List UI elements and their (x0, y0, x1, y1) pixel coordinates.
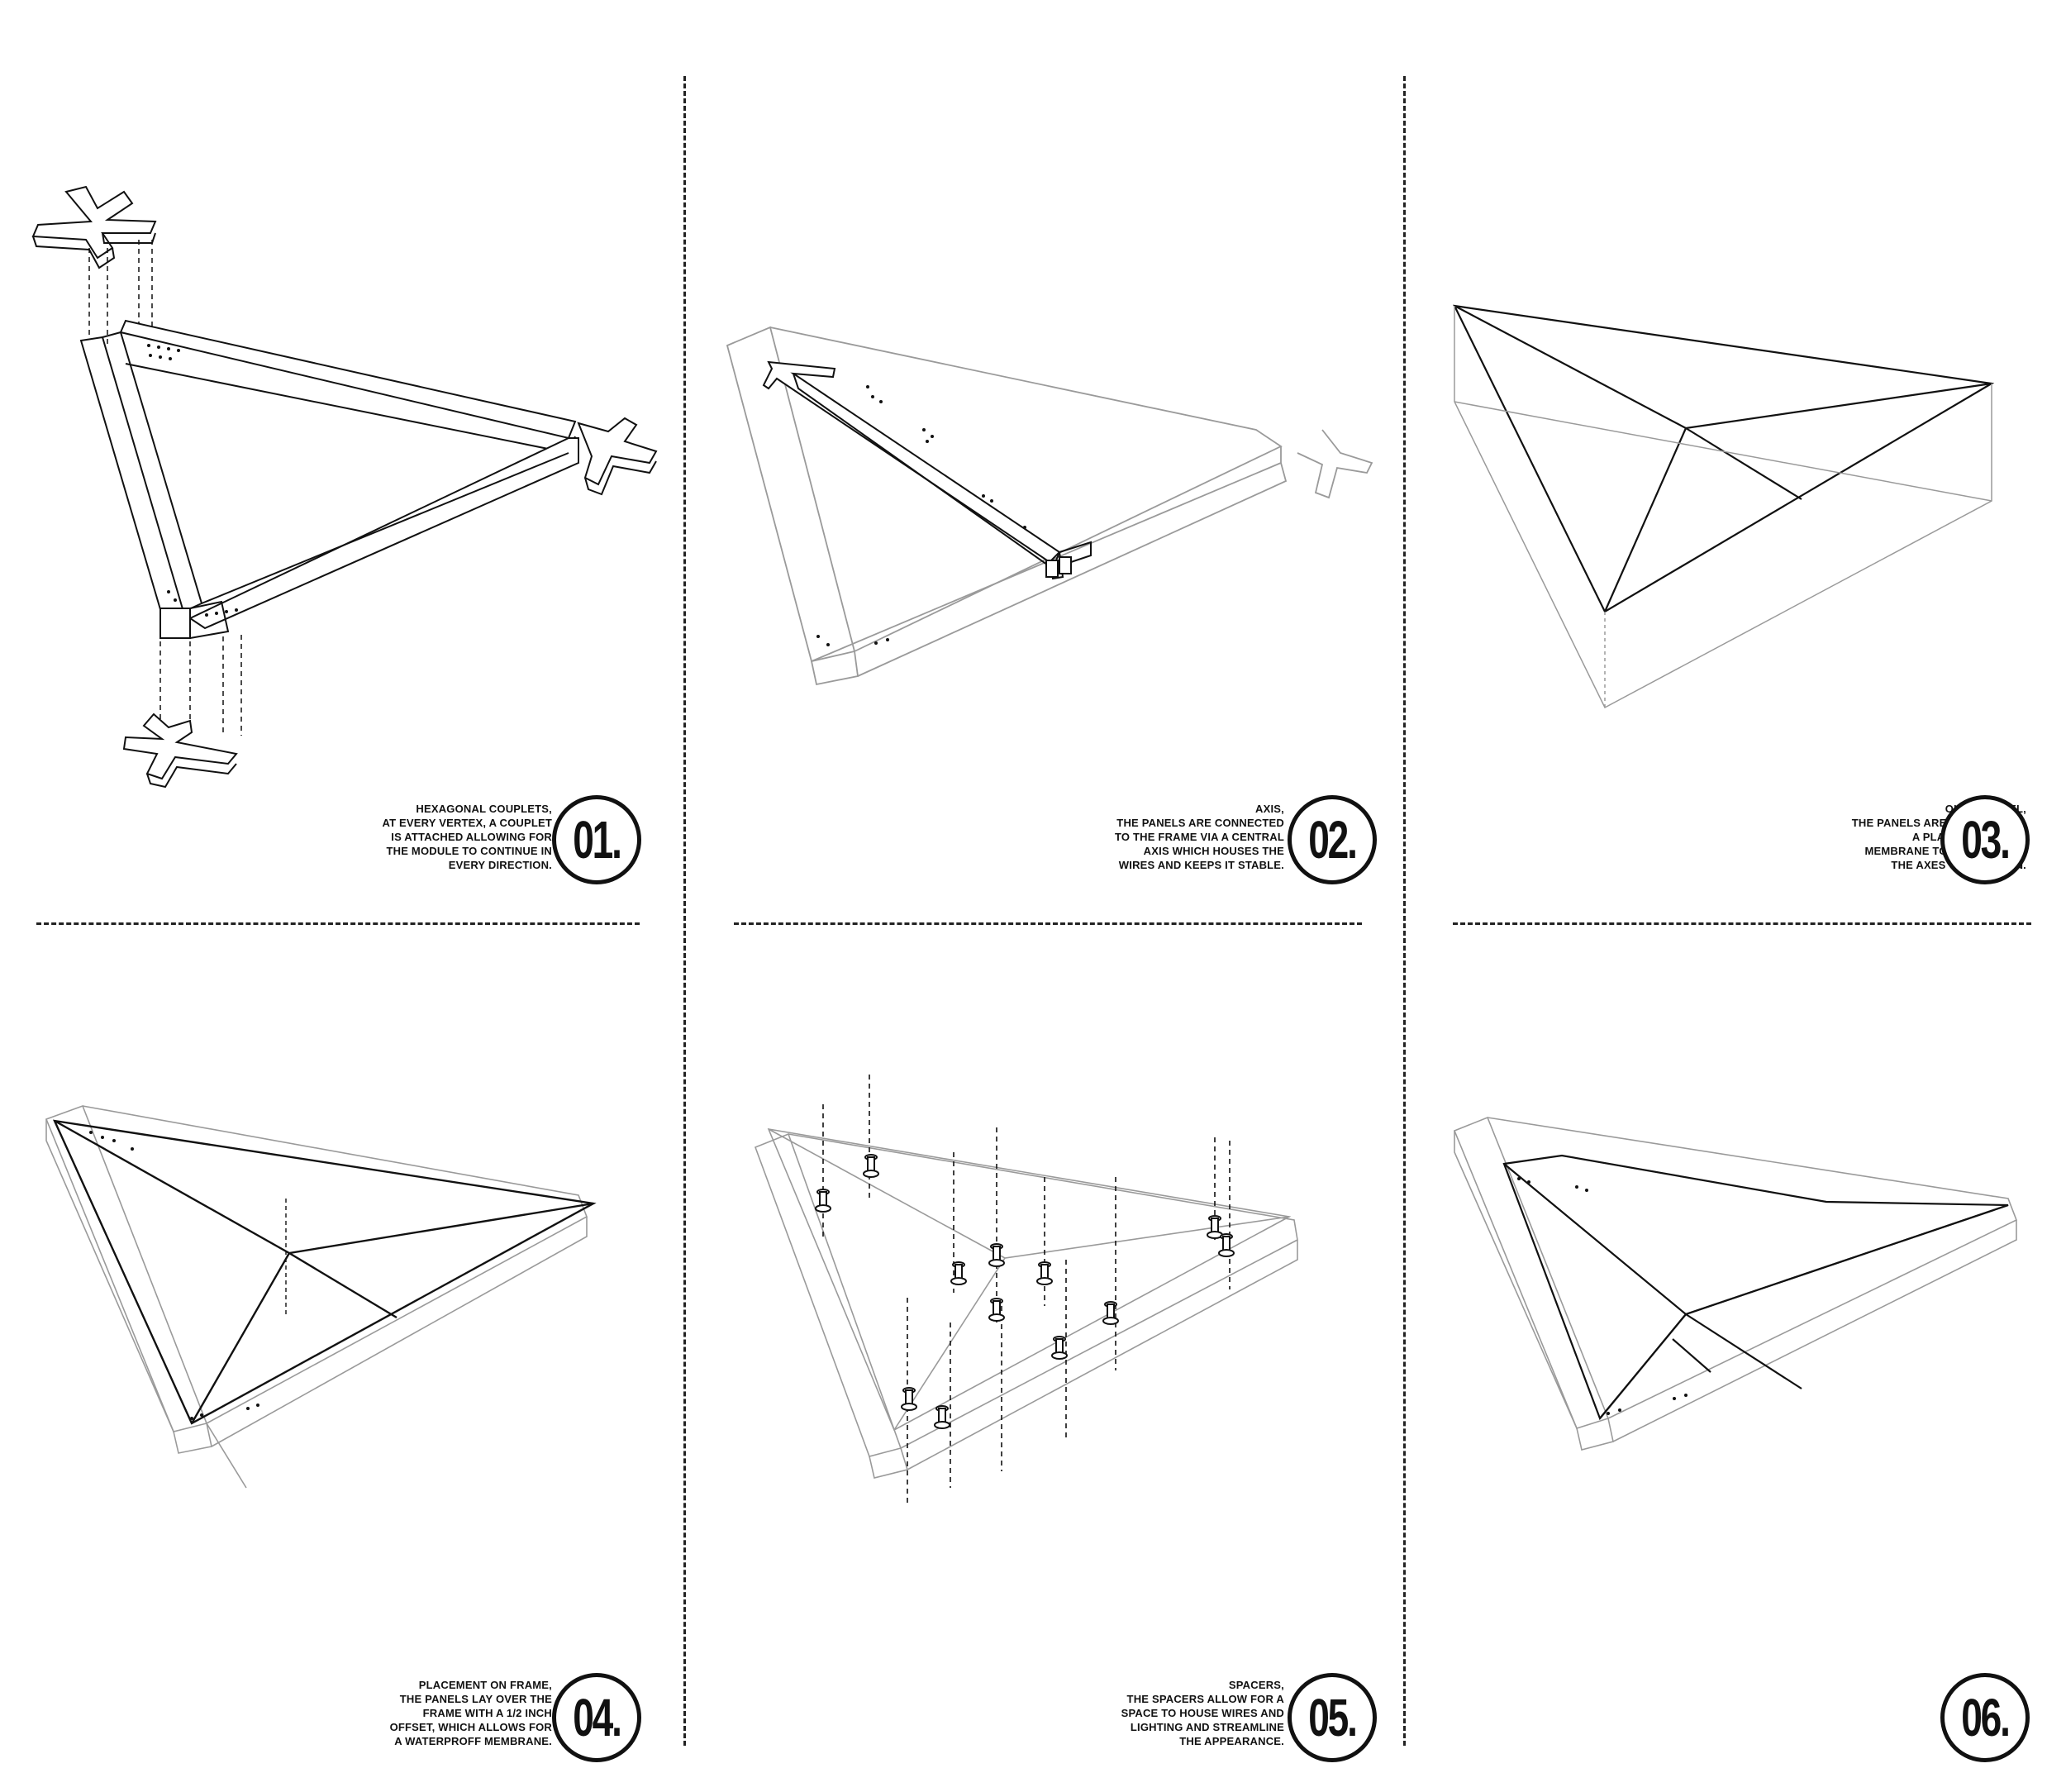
caption-line: AXIS WHICH HOUSES THE (1143, 845, 1284, 857)
step-01-caption: HEXAGONAL COUPLETS, AT EVERY VERTEX, A C… (382, 802, 552, 872)
membrane-box (1454, 306, 1992, 709)
caption-line: FRAME WITH A 1/2 INCH (422, 1707, 552, 1719)
caption-line: WIRES AND KEEPS IT STABLE. (1118, 859, 1284, 871)
step-panel-04: PLACEMENT ON FRAME, THE PANELS LAY OVER … (0, 942, 678, 1777)
row-divider-2 (734, 922, 1362, 925)
column-divider-2 (1403, 76, 1406, 1746)
step-panel-02: AXIS, THE PANELS ARE CONNECTED TO THE FR… (719, 0, 1397, 884)
step-number-badge: 04. (552, 1673, 641, 1762)
outer-panel-drawing (1453, 304, 1995, 709)
step-04-caption: PLACEMENT ON FRAME, THE PANELS LAY OVER … (390, 1678, 552, 1748)
spacers-drawing (754, 1075, 1298, 1504)
step-number: 02. (1308, 810, 1358, 870)
spacer-icons (815, 1154, 1235, 1429)
caption-line: SPACERS, (1228, 1679, 1284, 1691)
frame-bar-right (188, 437, 579, 630)
step-number-badge: 03. (1940, 795, 2030, 884)
caption-line: LIGHTING AND STREAMLINE (1130, 1721, 1284, 1733)
step-panel-01: HEXAGONAL COUPLETS, AT EVERY VERTEX, A C… (0, 0, 678, 884)
frame-with-couplets-drawing (31, 185, 658, 789)
step-number-badge: 05. (1288, 1673, 1377, 1762)
central-axis-drawing (726, 326, 1373, 686)
caption-line: THE MODULE TO CONTINUE IN (386, 845, 552, 857)
caption-line: AT EVERY VERTEX, A COUPLET (382, 817, 552, 829)
hex-couplet-top (31, 185, 157, 260)
step-02-caption: AXIS, THE PANELS ARE CONNECTED TO THE FR… (1115, 802, 1284, 872)
step-number-badge: 06. (1940, 1673, 2030, 1762)
caption-line: IS ATTACHED ALLOWING FOR (391, 831, 552, 843)
step-number-badge: 02. (1288, 795, 1377, 884)
step-number: 06. (1961, 1688, 2011, 1747)
step-panel-05: SPACERS, THE SPACERS ALLOW FOR A SPACE T… (719, 942, 1397, 1777)
placement-on-frame-drawing (45, 1104, 597, 1489)
frame-bar-left (79, 336, 185, 617)
caption-line: THE PANELS ARE CONNECTED (1116, 817, 1284, 829)
step-number: 03. (1961, 810, 2011, 870)
step-05-caption: SPACERS, THE SPACERS ALLOW FOR A SPACE T… (1121, 1678, 1284, 1748)
bolt-holes (147, 344, 238, 617)
row-divider-1 (36, 922, 640, 925)
step-panel-06: 06. (1438, 942, 2066, 1777)
caption-line: THE APPEARANCE. (1179, 1735, 1284, 1747)
caption-line: AXIS, (1255, 803, 1284, 815)
frame-bar-top (119, 319, 577, 440)
hex-couplet-right (577, 417, 658, 486)
caption-line: PLACEMENT ON FRAME, (418, 1679, 552, 1691)
column-divider-1 (683, 76, 686, 1746)
step-number-badge: 01. (552, 795, 641, 884)
caption-line: OFFSET, WHICH ALLOWS FOR (389, 1721, 552, 1733)
caption-line: THE SPACERS ALLOW FOR A (1126, 1693, 1284, 1705)
step-number: 04. (573, 1688, 622, 1747)
axis-beam (762, 360, 1092, 580)
hex-couplet-bottom (122, 713, 238, 780)
faded-frame (726, 326, 1373, 686)
step-number: 05. (1308, 1688, 1358, 1747)
caption-line: THE PANELS LAY OVER THE (399, 1693, 552, 1705)
frame-under (1453, 1116, 2018, 1451)
caption-line: TO THE FRAME VIA A CENTRAL (1114, 831, 1284, 843)
frame-under (45, 1104, 588, 1489)
caption-line: SPACE TO HOUSE WIRES AND (1121, 1707, 1284, 1719)
assembled-panel (1502, 1154, 2009, 1421)
caption-line: A WATERPROFF MEMBRANE. (394, 1735, 552, 1747)
step-panel-03: OUTER PANEL, THE PANELS ARE ATTACHED TO … (1438, 0, 2066, 884)
frame-under (754, 1127, 1298, 1479)
assembled-module-drawing (1453, 1116, 2018, 1451)
caption-line: EVERY DIRECTION. (448, 859, 552, 871)
caption-line: HEXAGONAL COUPLETS, (416, 803, 552, 815)
row-divider-3 (1453, 922, 2031, 925)
step-number: 01. (573, 810, 622, 870)
panel-over-frame (52, 1119, 597, 1425)
spacer-guides (822, 1075, 1231, 1504)
